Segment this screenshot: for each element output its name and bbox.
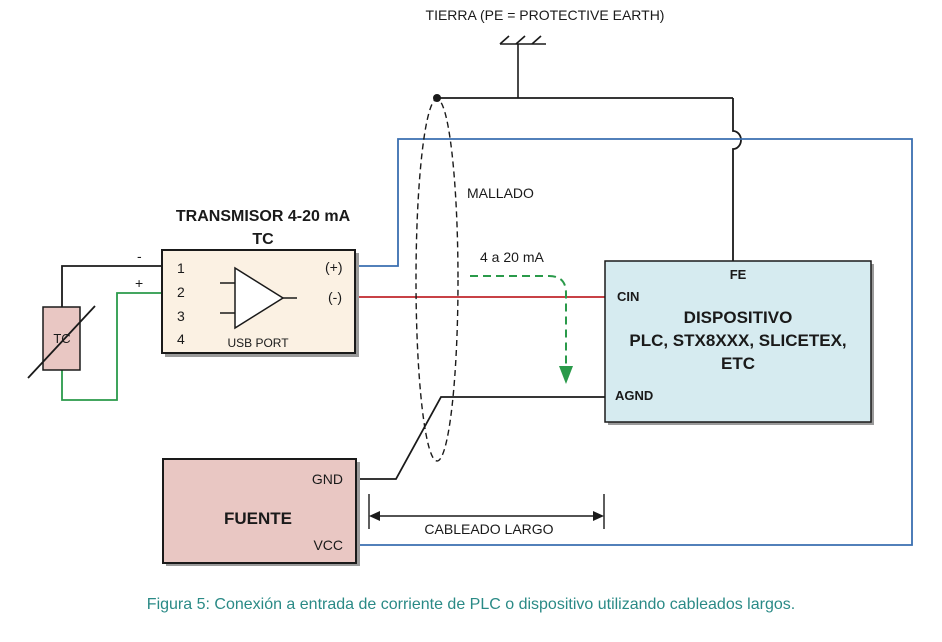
transmitter-pin-2: 2 — [177, 284, 185, 300]
device-fe-label: FE — [730, 267, 747, 282]
earth-label: TIERRA (PE = PROTECTIVE EARTH) — [426, 7, 665, 23]
thermocouple-sensor — [42, 306, 81, 371]
current-label: 4 a 20 mA — [480, 249, 544, 265]
current-arrowhead — [559, 366, 573, 384]
transmitter-out-minus: (-) — [328, 289, 342, 305]
thermocouple-label: TC — [53, 331, 70, 346]
usb-port-label: USB PORT — [227, 336, 289, 350]
shield-label: MALLADO — [467, 185, 534, 201]
device-title-line1: DISPOSITIVO — [684, 308, 793, 327]
power-supply-gnd: GND — [312, 471, 343, 487]
transmitter-title-line1: TRANSMISOR 4-20 mA — [176, 208, 351, 225]
thermocouple-wires — [61, 265, 162, 401]
amplifier-icon — [220, 266, 297, 330]
thermocouple-diagonal — [27, 305, 96, 379]
power-supply-vcc: VCC — [313, 537, 343, 553]
device-agnd-label: AGND — [615, 388, 653, 403]
device-title-line2: PLC, STX8XXX, SLICETEX, — [629, 331, 846, 350]
tc-minus-label: - — [137, 248, 142, 264]
earth-symbol — [499, 35, 546, 98]
cable-label: CABLEADO LARGO — [424, 521, 553, 537]
transmitter-pin-3: 3 — [177, 308, 185, 324]
figure-caption: Figura 5: Conexión a entrada de corrient… — [147, 596, 795, 613]
blue-wire — [355, 138, 913, 546]
earth-wire — [437, 97, 742, 262]
current-arrow — [470, 275, 567, 366]
transmitter-pin-1: 1 — [177, 260, 185, 276]
transmitter-title-line2: TC — [252, 231, 274, 248]
device-cin-label: CIN — [617, 289, 639, 304]
transmitter-pin-4: 4 — [177, 331, 185, 347]
device-box — [604, 260, 872, 423]
power-supply-label: FUENTE — [224, 509, 292, 528]
gnd-wire — [356, 396, 605, 480]
cable-dimension — [368, 494, 605, 529]
shield-ellipse — [415, 98, 459, 462]
power-supply-box — [162, 458, 357, 564]
device-title-line3: ETC — [721, 354, 755, 373]
tc-plus-label: + — [135, 275, 143, 291]
transmitter-out-plus: (+) — [325, 259, 343, 275]
